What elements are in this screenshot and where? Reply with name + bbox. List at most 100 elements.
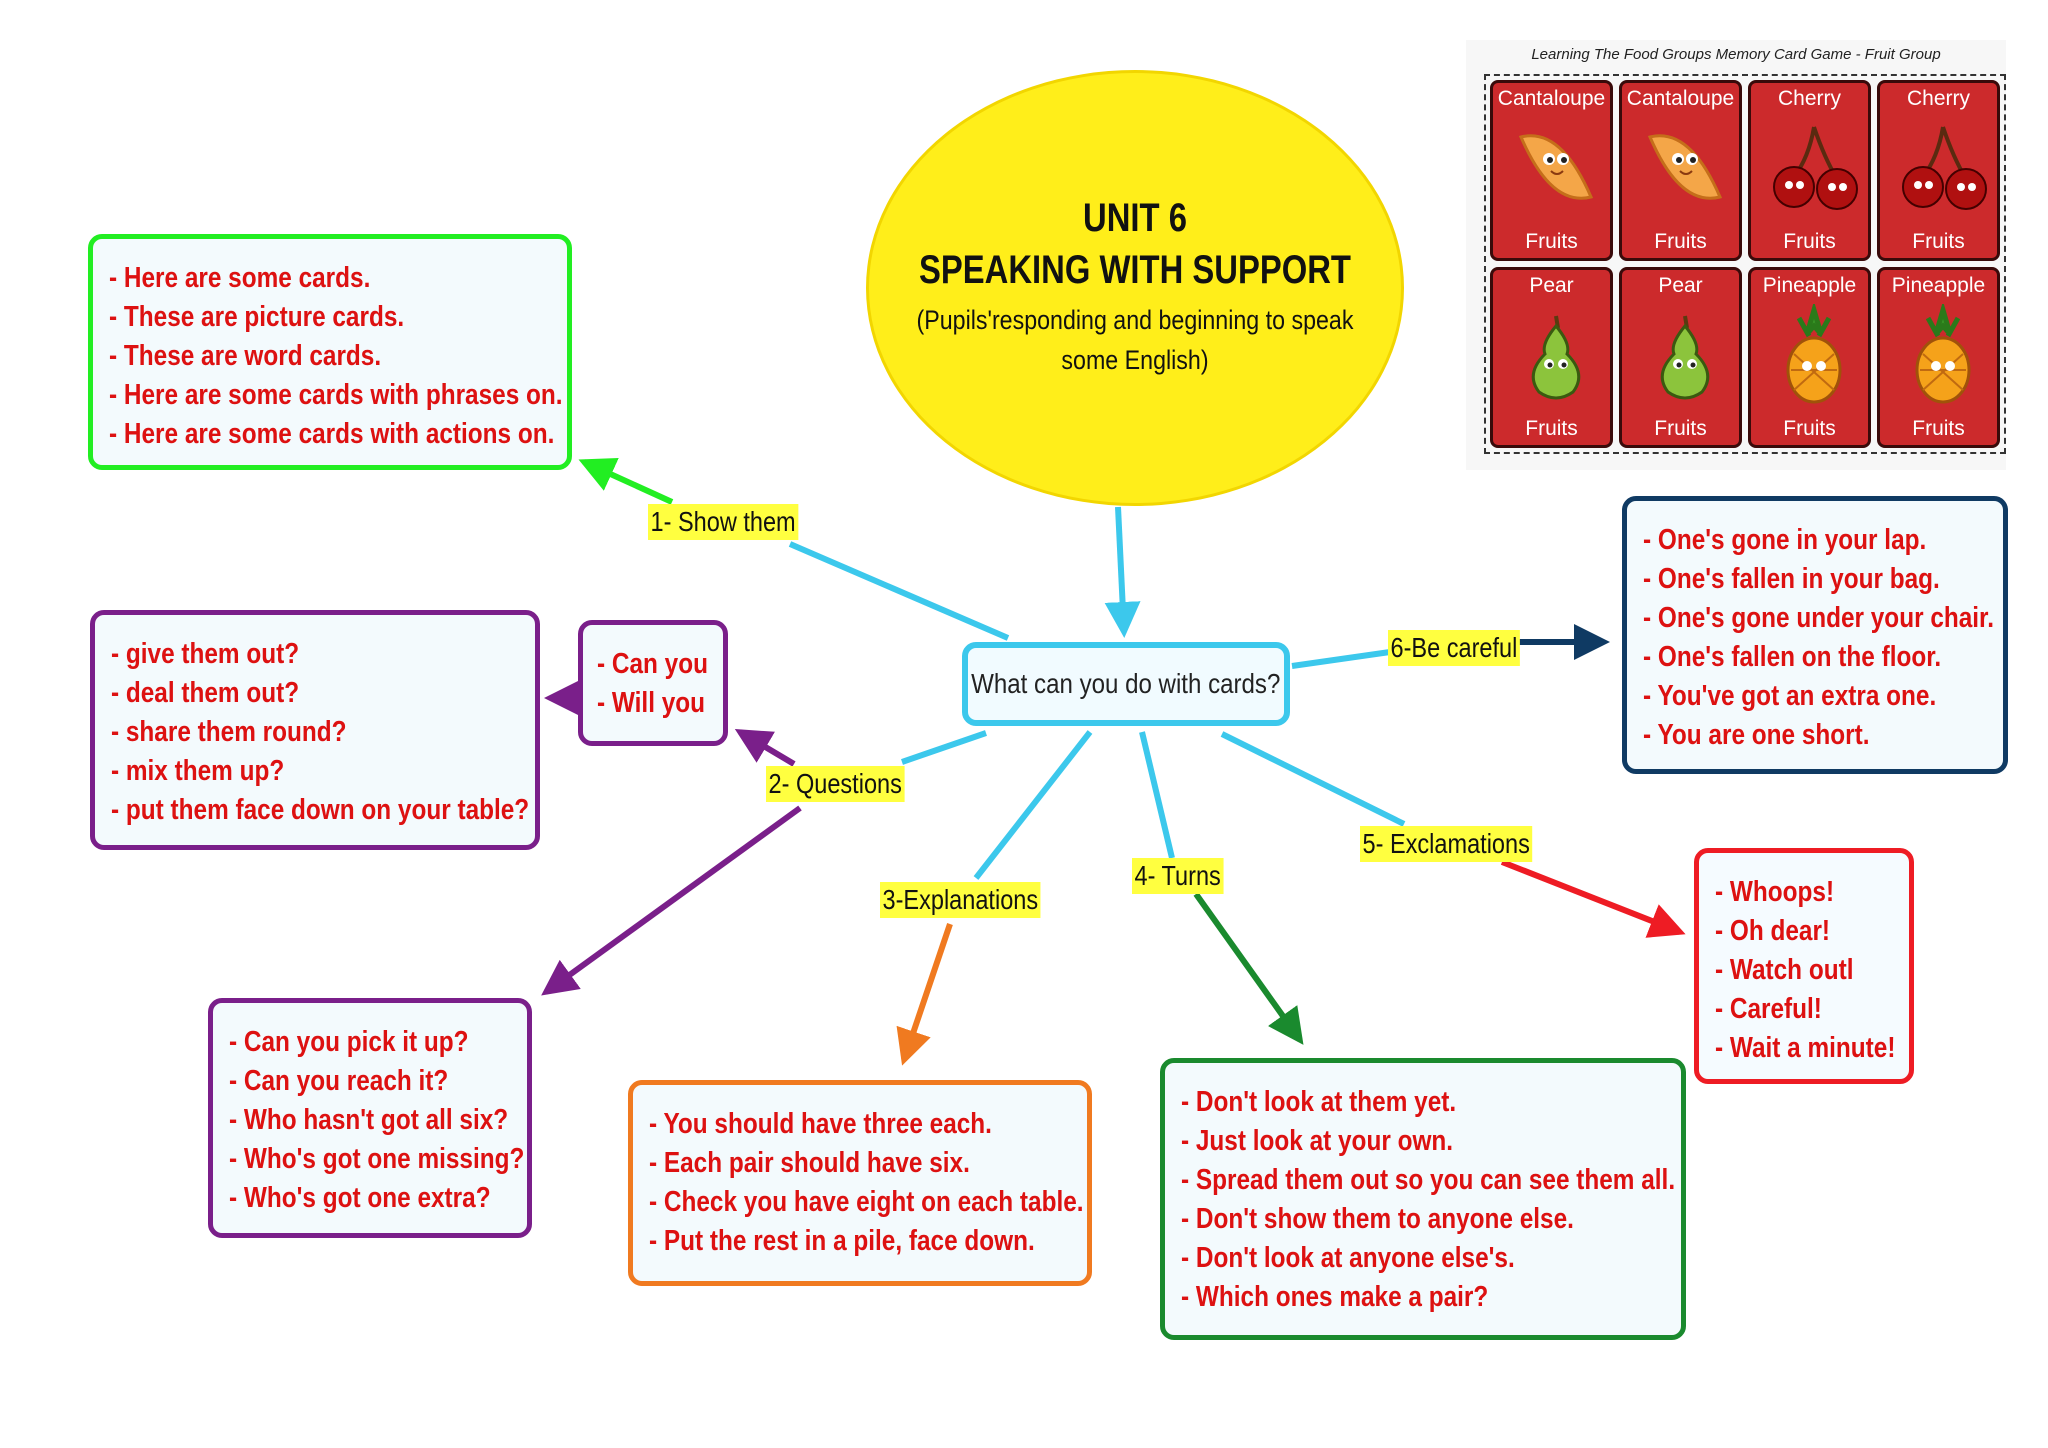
center-question-node: What can you do with cards? — [962, 642, 1290, 726]
question-starters-list: Can you Will you — [597, 645, 729, 723]
explanations-item: You should have three each. — [649, 1105, 1084, 1144]
be-careful-item: One's gone under your chair. — [1643, 599, 1994, 638]
turns-item: Just look at your own. — [1181, 1122, 1675, 1161]
question-checks-list: Can you pick it up? Can you reach it? Wh… — [229, 1023, 581, 1218]
turns-item: Spread them out so you can see them all. — [1181, 1161, 1675, 1200]
explanations-item: Check you have eight on each table. — [649, 1183, 1084, 1222]
connector-center-show-them — [788, 541, 1010, 641]
memory-card-name: Cherry — [1777, 87, 1841, 110]
question-action-item: put them face down on your table? — [111, 791, 529, 830]
exclamations-item: Watch outl — [1715, 951, 1895, 990]
be-careful-item: One's gone in your lap. — [1643, 521, 1994, 560]
memory-card-group: Fruits — [1525, 230, 1578, 253]
question-starter-item: Will you — [597, 684, 708, 723]
be-careful-list: One's gone in your lap. One's fallen in … — [1643, 521, 2048, 755]
arrow-questions-starters — [734, 728, 796, 767]
branch-label-show-them: 1- Show them — [648, 504, 799, 540]
question-checks-box: Can you pick it up? Can you reach it? Wh… — [208, 998, 532, 1238]
be-careful-item: One's fallen on the floor. — [1643, 638, 1994, 677]
branch-label-questions: 2- Questions — [766, 766, 905, 802]
branch-label-exclamations: 5- Exclamations — [1360, 826, 1533, 862]
question-check-item: Who hasn't got all six? — [229, 1101, 524, 1140]
unit-subtitle-line-2: some English) — [1061, 345, 1209, 375]
unit-subtitle-line-1: (Pupils'responding and beginning to spea… — [916, 305, 1354, 335]
question-action-item: mix them up? — [111, 752, 529, 791]
exclamations-item: Whoops! — [1715, 873, 1895, 912]
question-starters-box: Can you Will you — [578, 620, 728, 746]
exclamations-item: Oh dear! — [1715, 912, 1895, 951]
show-them-list: Here are some cards. These are picture c… — [109, 259, 649, 454]
unit-heading: SPEAKING WITH SUPPORT — [919, 248, 1351, 292]
turns-item: Which ones make a pair? — [1181, 1278, 1675, 1317]
explanations-list: You should have three each. Each pair sh… — [649, 1105, 1166, 1261]
arrow-questions-checks — [541, 805, 802, 996]
arrow-show-them — [578, 458, 674, 505]
show-them-item: Here are some cards with phrases on. — [109, 376, 563, 415]
memory-card-name: Cantaloupe — [1626, 87, 1735, 110]
exclamations-item: Wait a minute! — [1715, 1029, 1896, 1068]
memory-card-group: Fruits — [1654, 230, 1707, 253]
be-careful-item: You've got an extra one. — [1643, 677, 1994, 716]
memory-card-name: Cherry — [1906, 87, 1970, 110]
memory-card-name: Cantaloupe — [1497, 87, 1606, 110]
connector-center-be-careful — [1291, 649, 1391, 669]
question-check-item: Who's got one extra? — [229, 1179, 524, 1218]
show-them-item: Here are some cards. — [109, 259, 563, 298]
question-actions-box: give them out? deal them out? share them… — [90, 610, 540, 850]
question-action-item: share them round? — [111, 713, 529, 752]
memory-card-group: Fruits — [1783, 417, 1836, 440]
memory-card-game-image: Learning The Food Groups Memory Card Gam… — [1466, 40, 2006, 470]
be-careful-item: One's fallen in your bag. — [1643, 560, 1994, 599]
explanations-item: Put the rest in a pile, face down. — [649, 1222, 1084, 1261]
connector-center-exclamations — [1220, 731, 1406, 827]
question-action-item: deal them out? — [111, 674, 529, 713]
be-careful-box: One's gone in your lap. One's fallen in … — [1622, 496, 2008, 774]
memory-card-group: Fruits — [1783, 230, 1836, 253]
show-them-box: Here are some cards. These are picture c… — [88, 234, 572, 470]
memory-card-group: Fruits — [1912, 230, 1965, 253]
connector-center-questions — [901, 730, 987, 765]
question-action-item: give them out? — [111, 635, 529, 674]
question-check-item: Can you reach it? — [229, 1062, 524, 1101]
memory-card-name: Pear — [1529, 274, 1574, 297]
question-check-item: Can you pick it up? — [229, 1023, 524, 1062]
exclamations-box: Whoops! Oh dear! Watch outl Careful! Wai… — [1694, 848, 1914, 1084]
branch-label-explanations: 3-Explanations — [880, 882, 1041, 918]
arrow-explanations — [896, 923, 953, 1066]
memory-card-group: Fruits — [1654, 417, 1707, 440]
explanations-item: Each pair should have six. — [649, 1144, 1084, 1183]
question-starter-item: Can you — [597, 645, 708, 684]
memory-card-caption: Learning The Food Groups Memory Card Gam… — [1531, 46, 1941, 63]
question-check-item: Who's got one missing? — [229, 1140, 525, 1179]
connector-title-center — [1104, 506, 1141, 638]
memory-card-group: Fruits — [1525, 417, 1578, 440]
branch-label-be-careful: 6-Be careful — [1388, 630, 1520, 666]
connector-center-turns — [1139, 731, 1175, 859]
memory-card-name: Pear — [1658, 274, 1703, 297]
connector-center-explanations — [973, 730, 1093, 880]
be-careful-item: You are one short. — [1643, 716, 1994, 755]
memory-card-group: Fruits — [1912, 417, 1965, 440]
unit-number: UNIT 6 — [1083, 196, 1187, 240]
show-them-item: These are picture cards. — [109, 298, 563, 337]
unit-subtitle: (Pupils'responding and beginning to spea… — [904, 300, 1367, 380]
exclamations-item: Careful! — [1715, 990, 1895, 1029]
arrow-turns — [1193, 892, 1304, 1045]
exclamations-list: Whoops! Oh dear! Watch outl Careful! Wai… — [1715, 873, 1930, 1068]
branch-label-turns: 4- Turns — [1132, 858, 1224, 894]
show-them-item: Here are some cards with actions on. — [109, 415, 563, 454]
memory-card-name: Pineapple — [1891, 274, 1986, 297]
turns-list: Don't look at them yet. Just look at you… — [1181, 1083, 1769, 1317]
turns-item: Don't look at anyone else's. — [1181, 1239, 1675, 1278]
turns-item: Don't show them to anyone else. — [1181, 1200, 1675, 1239]
